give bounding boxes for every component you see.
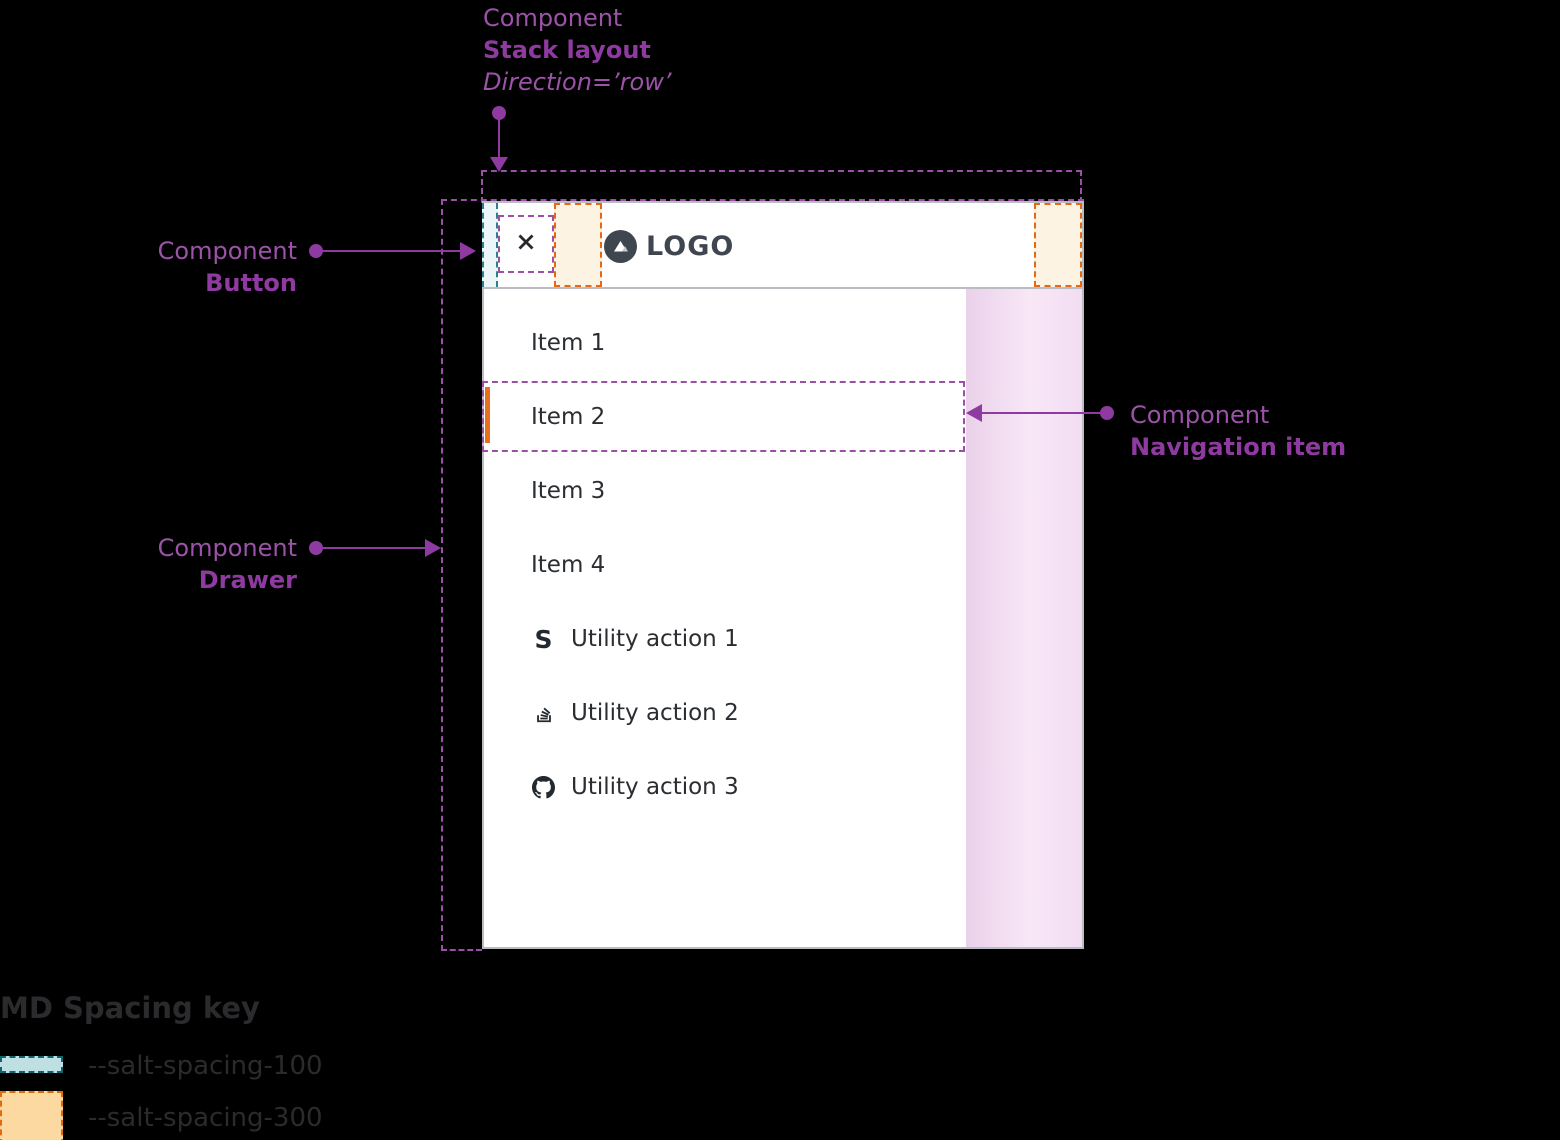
stack-layout-outline-right: [1080, 170, 1082, 203]
arrow-down-icon: [490, 157, 508, 172]
annotation-line: Stack layout: [483, 36, 651, 64]
connector-dot: [309, 244, 323, 258]
annotation-line: Component: [483, 4, 623, 32]
close-icon: [512, 228, 540, 260]
legend-label: --salt-spacing-100: [88, 1051, 323, 1081]
arrow-right-icon: [425, 539, 441, 557]
drawer-outline-bottom: [441, 949, 482, 951]
stack-layout-outline-left: [481, 170, 483, 203]
annotation-line: Button: [205, 269, 297, 297]
annotation-line: Component: [157, 237, 297, 265]
nav-item-2-selected[interactable]: Item 2: [484, 380, 964, 454]
close-button[interactable]: [498, 215, 554, 273]
scrim-overlay: [966, 289, 1082, 947]
utility-action-2[interactable]: Utility action 2: [484, 676, 964, 750]
drawer-outline-top: [441, 199, 1084, 201]
symphony-icon: S: [534, 624, 553, 654]
annotation-line: Component: [157, 534, 297, 562]
drawer-header: [482, 201, 1084, 289]
connector-line: [498, 118, 500, 158]
connector-dot: [492, 106, 506, 120]
utility-action-3[interactable]: Utility action 3: [484, 750, 964, 824]
legend-swatch-spacing-100: [0, 1056, 63, 1073]
nav-item-label: Item 4: [531, 552, 606, 578]
spacing-300-box-right: [1034, 203, 1082, 287]
legend-swatch-spacing-300: [0, 1091, 63, 1140]
annotation-navigation-item: Component Navigation item: [1130, 399, 1346, 463]
utility-label: Utility action 3: [571, 774, 739, 800]
connector-dot: [1100, 406, 1114, 420]
legend-title: MD Spacing key: [0, 991, 260, 1025]
annotation-stack-layout: Component Stack layout Direction=’row’: [483, 2, 672, 98]
connector-line: [981, 412, 1105, 414]
nav-item-4[interactable]: Item 4: [484, 528, 964, 602]
annotation-line: Navigation item: [1130, 433, 1347, 461]
nav-item-1[interactable]: Item 1: [484, 306, 964, 380]
utility-label: Utility action 1: [571, 626, 739, 652]
nav-item-label: Item 3: [531, 478, 606, 504]
nav-item-label: Item 2: [531, 404, 606, 430]
drawer-outline-left: [441, 199, 443, 951]
annotation-line: Component: [1130, 401, 1270, 429]
legend-label: --salt-spacing-300: [88, 1103, 323, 1133]
connector-dot: [309, 541, 323, 555]
active-indicator-bar: [485, 387, 490, 443]
arrow-left-icon: [966, 404, 982, 422]
github-icon: [532, 775, 555, 799]
stackoverflow-icon: [532, 702, 555, 725]
utility-action-1[interactable]: S Utility action 1: [484, 602, 964, 676]
connector-line: [323, 250, 460, 252]
logo: LOGO: [604, 229, 734, 263]
annotation-button: Component Button: [130, 235, 297, 299]
stack-layout-outline-top: [481, 170, 1082, 172]
nav-item-3[interactable]: Item 3: [484, 454, 964, 528]
logo-text: LOGO: [646, 230, 735, 262]
utility-label: Utility action 2: [571, 700, 739, 726]
nav-item-label: Item 1: [531, 330, 606, 356]
spacing-100-strip: [482, 203, 498, 287]
annotation-line: Drawer: [198, 566, 297, 594]
spacing-300-box-left: [554, 203, 602, 287]
navigation-item-outline: [482, 381, 965, 452]
annotation-drawer: Component Drawer: [130, 532, 297, 596]
annotation-line: Direction=’row’: [483, 68, 672, 96]
logo-mountain-icon: [604, 229, 637, 263]
connector-line: [323, 547, 425, 549]
arrow-right-icon: [460, 242, 476, 260]
